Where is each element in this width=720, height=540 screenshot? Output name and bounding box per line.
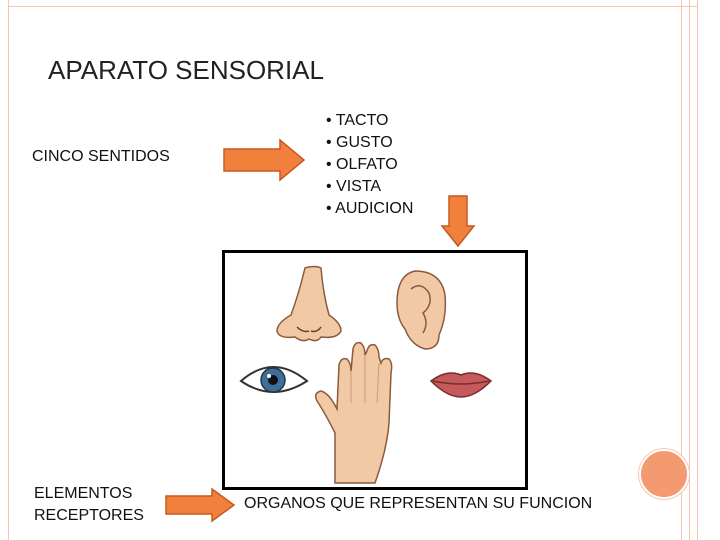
frame-line-top [8, 6, 698, 7]
elementos-receptores-line1: ELEMENTOS [34, 485, 133, 502]
decorative-circle [639, 449, 689, 499]
sense-item-vista: • VISTA [326, 178, 382, 195]
senses-list: • TACTO • GUSTO • OLFATO • VISTA • AUDIC… [326, 110, 413, 220]
frame-line-left [8, 0, 9, 540]
organos-label: ORGANOS QUE REPRESENTAN SU FUNCION [244, 495, 593, 512]
sense-organs-illustration [222, 250, 528, 490]
lips-icon [429, 372, 493, 398]
hand-icon [314, 341, 393, 484]
cinco-sentidos-label: CINCO SENTIDOS [32, 148, 170, 165]
elementos-receptores-label: ELEMENTOS RECEPTORES [34, 483, 144, 527]
slide-title: APARATO SENSORIAL [48, 55, 324, 85]
elementos-receptores-line2: RECEPTORES [34, 507, 144, 524]
sense-item-olfato: • OLFATO [326, 156, 398, 173]
sense-organs-drawing [239, 265, 493, 484]
sense-item-tacto: • TACTO [326, 112, 389, 129]
sense-item-audicion: • AUDICION [326, 200, 414, 217]
right-arrow-icon-bottom [165, 487, 236, 523]
frame-line-right [681, 0, 699, 540]
nose-icon [276, 265, 342, 342]
down-arrow-icon [440, 195, 476, 248]
right-arrow-icon [223, 138, 306, 182]
ear-icon [396, 270, 447, 350]
eye-icon [239, 366, 309, 393]
sense-item-gusto: • GUSTO [326, 134, 393, 151]
